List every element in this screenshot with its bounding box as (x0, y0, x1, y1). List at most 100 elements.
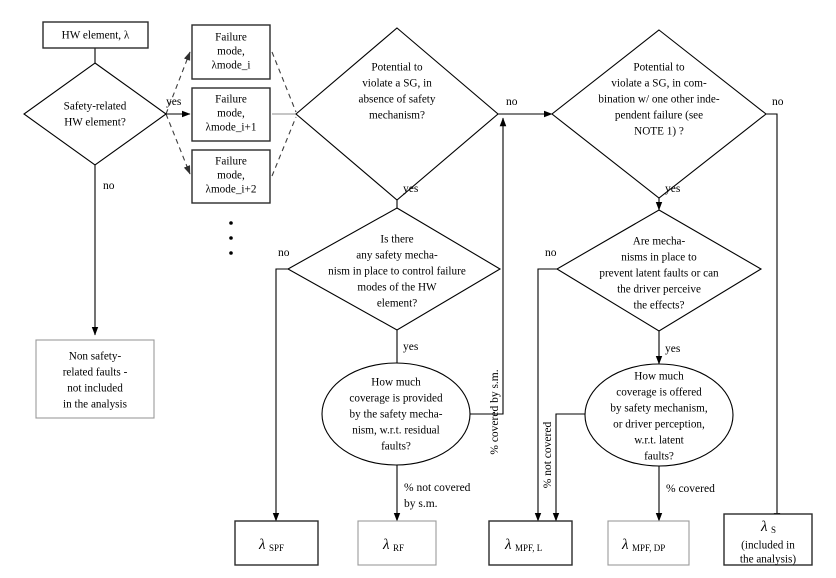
failure-mode-2-line3: λmode_i+1 (206, 122, 257, 134)
ellipsis-dot-3 (229, 251, 233, 255)
node-lambda-rf[interactable] (357, 520, 437, 566)
coverage-residual-line2: coverage is provided (349, 393, 443, 405)
node-is-there-mechanism-decision[interactable] (286, 207, 502, 331)
lambda-rf-symbol: λ (382, 537, 390, 553)
latent-line5: the effects? (633, 300, 684, 312)
failure-mode-2-line2: mode, (217, 108, 245, 120)
label-pct-covered-by-sm: % covered by s.m. (489, 369, 501, 454)
label-safety-yes: yes (166, 96, 182, 108)
edge-sg-combination-no (766, 113, 781, 522)
coverage-residual-line5: faults? (381, 441, 411, 453)
latent-line4: the driver perceive (617, 284, 701, 296)
label-pct-not-covered-by-sm-2: by s.m. (404, 498, 438, 510)
failure-mode-3-line2: mode, (217, 170, 245, 182)
label-sg-combination-no: no (772, 96, 784, 108)
coverage-residual-line4: nism, w.r.t. residual (352, 425, 440, 437)
label-latent-yes: yes (665, 343, 681, 355)
ellipsis-dot-1 (229, 221, 233, 225)
node-potential-sg-combination-decision[interactable] (551, 29, 767, 199)
lambda-spf-subscript: SPF (269, 543, 284, 553)
latent-line2: nisms in place to (621, 252, 697, 264)
non-safety-line4: in the analysis (63, 399, 127, 411)
node-failure-mode-3[interactable] (191, 149, 271, 204)
sg-combination-line2: violate a SG, in com- (611, 78, 707, 90)
coverage-residual-line3: by the safety mecha- (350, 409, 443, 421)
node-lambda-mpf-l[interactable] (488, 520, 573, 566)
non-safety-line3: not included (67, 383, 123, 395)
label-sg-combination-yes: yes (665, 183, 681, 195)
edge-safety-yes-fm3 (165, 113, 191, 175)
safety-related-line1: Safety-related (64, 101, 127, 113)
coverage-latent-line5: w.r.t. latent (634, 435, 684, 447)
edge-latent-no (534, 268, 557, 522)
label-mechanism-no: no (278, 247, 290, 259)
coverage-latent-line6: faults? (644, 451, 674, 463)
latent-line3: prevent latent faults or can (599, 268, 719, 280)
lambda-mpf-dp-symbol: λ (621, 537, 629, 553)
lambda-spf-symbol: λ (258, 537, 266, 553)
failure-mode-1-line1: Failure (215, 32, 247, 44)
failure-mode-2-line1: Failure (215, 94, 247, 106)
lambda-mpf-dp-subscript: MPF, DP (632, 543, 665, 553)
failure-mode-1-line2: mode, (217, 46, 245, 58)
node-hw-element[interactable] (42, 21, 149, 49)
sg-absence-line2: violate a SG, in (362, 78, 432, 90)
lambda-mpf-l-symbol: λ (504, 537, 512, 553)
lambda-mpf-l-subscript: MPF, L (515, 543, 542, 553)
coverage-latent-line1: How much (634, 371, 684, 383)
edge-fm3-to-sg (271, 116, 297, 177)
failure-mode-3-line1: Failure (215, 156, 247, 168)
label-safety-no: no (103, 180, 115, 192)
sg-absence-line3: absence of safety (358, 94, 435, 106)
lambda-s-subscript: S (771, 525, 776, 535)
mechanism-line4: modes of the HW (357, 282, 437, 294)
node-potential-sg-absence-decision[interactable] (295, 27, 499, 201)
label-sg-absence-no: no (506, 96, 518, 108)
coverage-latent-line2: coverage is offered (616, 387, 702, 399)
sg-absence-line4: mechanism? (369, 110, 425, 122)
mechanism-line2: any safety mecha- (356, 250, 438, 262)
sg-combination-line1: Potential to (633, 62, 685, 74)
edge-pct-not-covered (552, 413, 585, 522)
node-lambda-mpf-dp[interactable] (607, 520, 690, 566)
label-pct-not-covered: % not covered (542, 422, 554, 489)
ellipsis-dot-2 (229, 236, 233, 240)
failure-mode-3-line3: λmode_i+2 (206, 184, 257, 196)
node-failure-mode-2[interactable] (191, 87, 271, 142)
node-non-safety-faults[interactable] (35, 339, 155, 419)
hw-element-label: HW element, λ (62, 30, 130, 42)
edge-pct-covered-by-sm (470, 117, 507, 415)
label-sg-absence-yes: yes (403, 183, 419, 195)
mechanism-line1: Is there (380, 234, 413, 246)
failure-mode-1-line3: λmode_i (212, 60, 251, 72)
edge-fm1-to-sg (271, 51, 297, 113)
mechanism-line5: element? (377, 298, 417, 310)
label-mechanism-yes: yes (403, 341, 419, 353)
label-pct-not-covered-by-sm-1: % not covered (404, 482, 471, 494)
non-safety-line2: related faults - (63, 367, 128, 379)
node-lambda-spf[interactable] (234, 520, 319, 566)
lambda-s-line3: the analysis) (740, 554, 797, 566)
lambda-rf-subscript: RF (393, 543, 404, 553)
edge-safety-yes-fm1 (165, 51, 191, 115)
label-pct-covered: % covered (666, 483, 715, 495)
lambda-s-symbol: λ (760, 519, 768, 535)
edge-mechanism-no (272, 268, 288, 522)
node-are-mechanisms-latent-decision[interactable] (555, 209, 763, 332)
sg-absence-line1: Potential to (371, 62, 423, 74)
lambda-s-line2: (included in (741, 540, 795, 552)
node-safety-related-decision[interactable] (23, 62, 167, 166)
non-safety-line1: Non safety- (69, 351, 122, 363)
sg-combination-line4: pendent failure (see (615, 110, 703, 122)
coverage-residual-line1: How much (371, 377, 421, 389)
latent-line1: Are mecha- (633, 236, 686, 248)
sg-combination-line5: NOTE 1) ? (634, 126, 684, 138)
node-coverage-latent[interactable] (584, 363, 734, 467)
node-failure-mode-1[interactable] (191, 24, 271, 80)
node-coverage-residual[interactable] (321, 362, 471, 466)
coverage-latent-line4: or driver perception, (613, 419, 705, 431)
sg-combination-line3: bination w/ one other inde- (598, 94, 719, 106)
node-lambda-s[interactable] (723, 513, 813, 566)
